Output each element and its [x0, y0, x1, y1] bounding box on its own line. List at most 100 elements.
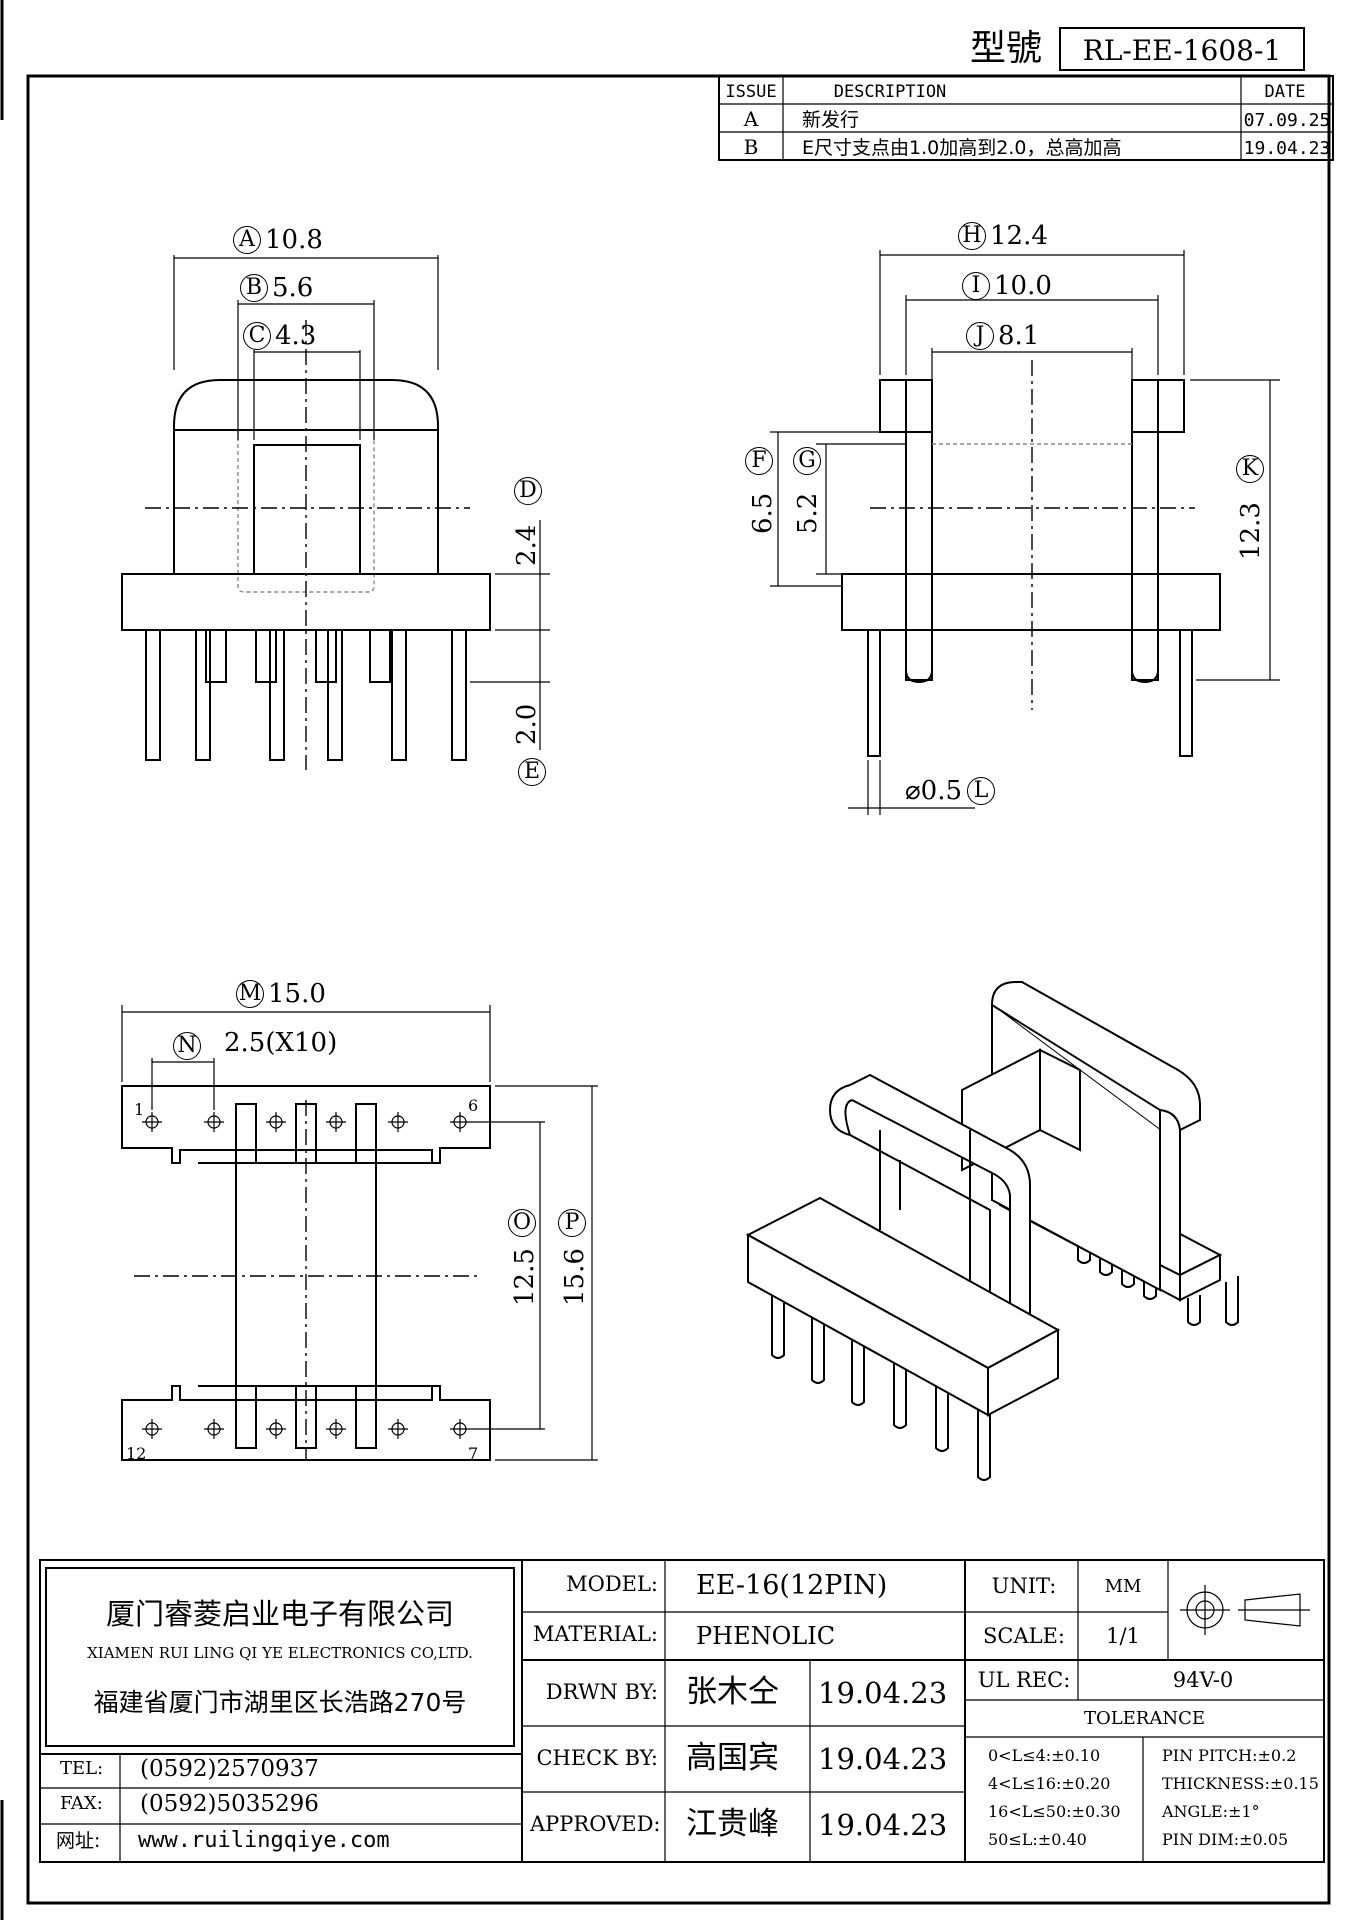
rev-desc-b: E尺寸支点由1.0加高到2.0，总高加高	[802, 137, 1121, 159]
dim-e-letter: E	[518, 758, 546, 786]
dim-p-letter-wrap: P	[558, 1209, 590, 1237]
dim-d-value-wrap: 2.4	[512, 524, 542, 566]
dim-m-letter: M	[236, 980, 264, 1008]
tel-value: (0592)2570937	[140, 1756, 319, 1782]
dim-e-value-wrap: 2.0	[512, 703, 542, 745]
dim-g-letter: G	[793, 447, 821, 475]
dim-f-value: 6.5	[748, 492, 778, 534]
revision-table: ISSUE DESCRIPTION DATE A 新发行 07.09.25 B …	[718, 75, 1334, 161]
tolerance-left-1: 0<L≤4:±0.10	[988, 1746, 1101, 1765]
sheet-border	[26, 74, 1331, 1905]
pin-number-1: 1	[134, 1100, 145, 1119]
ul-rec-label: UL REC:	[977, 1668, 1071, 1692]
model-field-label: MODEL:	[566, 1572, 658, 1596]
dim-n-letter: N	[173, 1032, 201, 1060]
scale-value: 1/1	[1106, 1624, 1140, 1648]
dim-e-value: 2.0	[512, 703, 542, 745]
ul-rec-value: 94V-0	[1172, 1668, 1234, 1692]
dim-i-value: 10.0	[994, 271, 1052, 301]
dim-c-letter: C	[243, 322, 271, 350]
tolerance-right-3: ANGLE:±1°	[1162, 1802, 1260, 1821]
rev-issue-a: A	[743, 107, 759, 131]
rev-header-description: DESCRIPTION	[834, 82, 947, 102]
material-value: PHENOLIC	[696, 1622, 836, 1650]
bottom-view	[121, 1005, 598, 1461]
dim-h-letter: H	[958, 222, 986, 250]
isometric-view	[745, 981, 1239, 1481]
dim-f-letter: F	[745, 447, 773, 475]
approved-date: 19.04.23	[818, 1808, 948, 1842]
dim-d-letter: D	[514, 477, 542, 505]
tolerance-left-2: 4<L≤16:±0.20	[988, 1774, 1111, 1793]
rev-issue-b: B	[744, 135, 759, 159]
tolerance-left-3: 16<L≤50:±0.30	[988, 1802, 1121, 1821]
dim-o-letter: O	[508, 1209, 536, 1237]
dim-j-letter: J	[966, 322, 994, 350]
dim-o-letter-wrap: O	[508, 1209, 540, 1237]
company-address: 福建省厦门市湖里区长浩路270号	[93, 1688, 467, 1717]
rev-date-a: 07.09.25	[1244, 110, 1331, 131]
dim-b-letter: B	[240, 274, 268, 302]
side-view	[770, 250, 1280, 815]
dim-j-value: 8.1	[998, 321, 1040, 351]
dim-d-value: 2.4	[512, 524, 542, 566]
tolerance-left-4: 50≤L:±0.40	[988, 1830, 1087, 1849]
dim-g-letter-wrap: G	[793, 447, 825, 475]
dim-l-value: ⌀0.5	[905, 776, 963, 806]
model-field-value: EE-16(12PIN)	[696, 1570, 888, 1601]
dim-d-letter-wrap: D	[514, 477, 546, 505]
dim-a-value: 10.8	[265, 225, 323, 255]
fax-label: FAX:	[60, 1793, 103, 1814]
dim-a-letter: A	[233, 226, 261, 254]
dim-o-value-wrap: 12.5	[510, 1248, 540, 1306]
dim-k-value-wrap: 12.3	[1236, 502, 1266, 560]
dim-k-value: 12.3	[1236, 502, 1266, 560]
pin-number-12: 12	[126, 1444, 147, 1463]
material-label: MATERIAL:	[532, 1622, 658, 1646]
check-by-label: CHECK BY:	[536, 1746, 658, 1770]
tolerance-label: TOLERANCE	[1083, 1708, 1206, 1729]
pin-number-7: 7	[468, 1444, 479, 1463]
dim-h-value: 12.4	[990, 221, 1048, 251]
web-value: www.ruilingqiye.com	[138, 1828, 390, 1853]
dim-m-value: 15.0	[268, 979, 326, 1009]
tolerance-right-2: THICKNESS:±0.15	[1162, 1774, 1319, 1793]
drawn-by-name: 张木仝	[686, 1674, 779, 1710]
dim-l: ⌀0.5 L	[905, 777, 999, 805]
dim-k-letter-wrap: K	[1236, 455, 1268, 483]
check-by-date: 19.04.23	[818, 1742, 948, 1776]
dim-o-value: 12.5	[510, 1248, 540, 1306]
front-pins	[145, 629, 467, 761]
pin-marks	[142, 1112, 470, 1439]
unit-value: MM	[1104, 1576, 1142, 1597]
dim-p-letter: P	[558, 1209, 586, 1237]
tolerance-right-1: PIN PITCH:±0.2	[1162, 1746, 1297, 1765]
dim-k-letter: K	[1236, 455, 1264, 483]
rev-header-issue: ISSUE	[725, 82, 776, 102]
front-view	[121, 255, 550, 770]
model-header: 型號 RL-EE-1608-1	[970, 27, 1305, 71]
dim-e-letter-wrap: E	[518, 758, 550, 786]
drawn-by-date: 19.04.23	[818, 1676, 948, 1710]
dim-i-letter: I	[962, 272, 990, 300]
fax-value: (0592)5035296	[140, 1791, 319, 1817]
approved-name: 江贵峰	[686, 1806, 779, 1842]
pin-number-6: 6	[468, 1096, 479, 1115]
tolerance-right-4: PIN DIM:±0.05	[1162, 1830, 1289, 1849]
dim-n-value-wrap: 2.5(X10)	[224, 1030, 337, 1056]
dim-c-value: 4.3	[275, 321, 317, 351]
check-by-name: 高国宾	[686, 1740, 779, 1776]
dim-p-value: 15.6	[560, 1248, 590, 1306]
tel-label: TEL:	[60, 1758, 104, 1779]
dim-p-value-wrap: 15.6	[560, 1248, 590, 1306]
dim-b-value: 5.6	[272, 273, 314, 303]
title-block	[39, 1559, 1325, 1863]
rev-header-date: DATE	[1265, 82, 1306, 102]
